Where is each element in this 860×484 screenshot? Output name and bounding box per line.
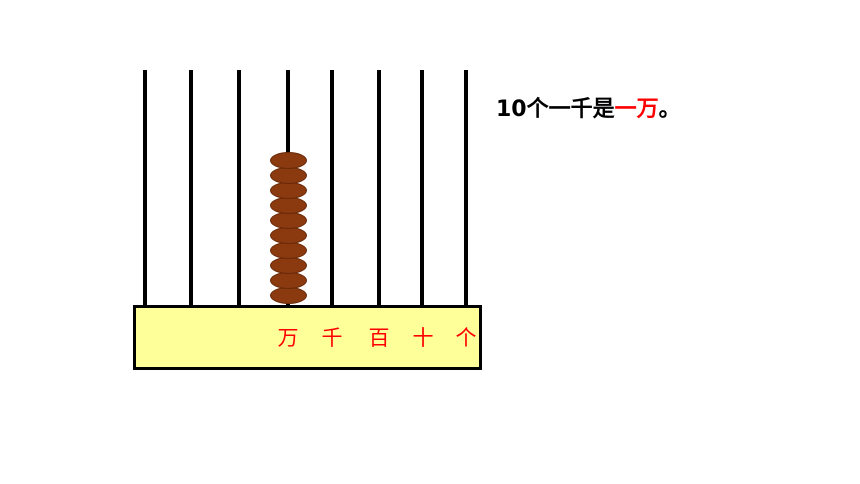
abacus-rod bbox=[189, 70, 193, 308]
abacus-rod bbox=[237, 70, 241, 308]
caption: 10个一千是一万。 bbox=[496, 96, 681, 124]
abacus-base bbox=[133, 305, 482, 370]
abacus-bead bbox=[269, 197, 307, 214]
place-label-ge: 个 bbox=[455, 326, 477, 350]
place-label-shi: 十 bbox=[412, 326, 434, 350]
abacus-bead bbox=[269, 212, 307, 229]
caption-prefix: 10个一千是 bbox=[496, 97, 615, 122]
abacus-rod-qian bbox=[330, 70, 334, 308]
place-label-bai: 百 bbox=[368, 326, 390, 350]
caption-highlight: 一万 bbox=[614, 97, 659, 122]
abacus-rod-shi bbox=[420, 70, 424, 308]
abacus-bead bbox=[269, 287, 307, 304]
abacus-bead bbox=[269, 182, 307, 199]
abacus-rod-ge bbox=[464, 70, 468, 308]
abacus-bead bbox=[269, 152, 307, 169]
abacus-bead bbox=[269, 167, 307, 184]
abacus-bead bbox=[269, 242, 307, 259]
caption-suffix: 。 bbox=[658, 97, 681, 122]
place-label-qian: 千 bbox=[321, 326, 343, 350]
abacus-rod-bai bbox=[377, 70, 381, 308]
place-label-wan: 万 bbox=[277, 326, 299, 350]
abacus-bead bbox=[269, 257, 307, 274]
abacus-bead bbox=[269, 272, 307, 289]
abacus-rod bbox=[143, 70, 147, 308]
abacus-bead bbox=[269, 227, 307, 244]
